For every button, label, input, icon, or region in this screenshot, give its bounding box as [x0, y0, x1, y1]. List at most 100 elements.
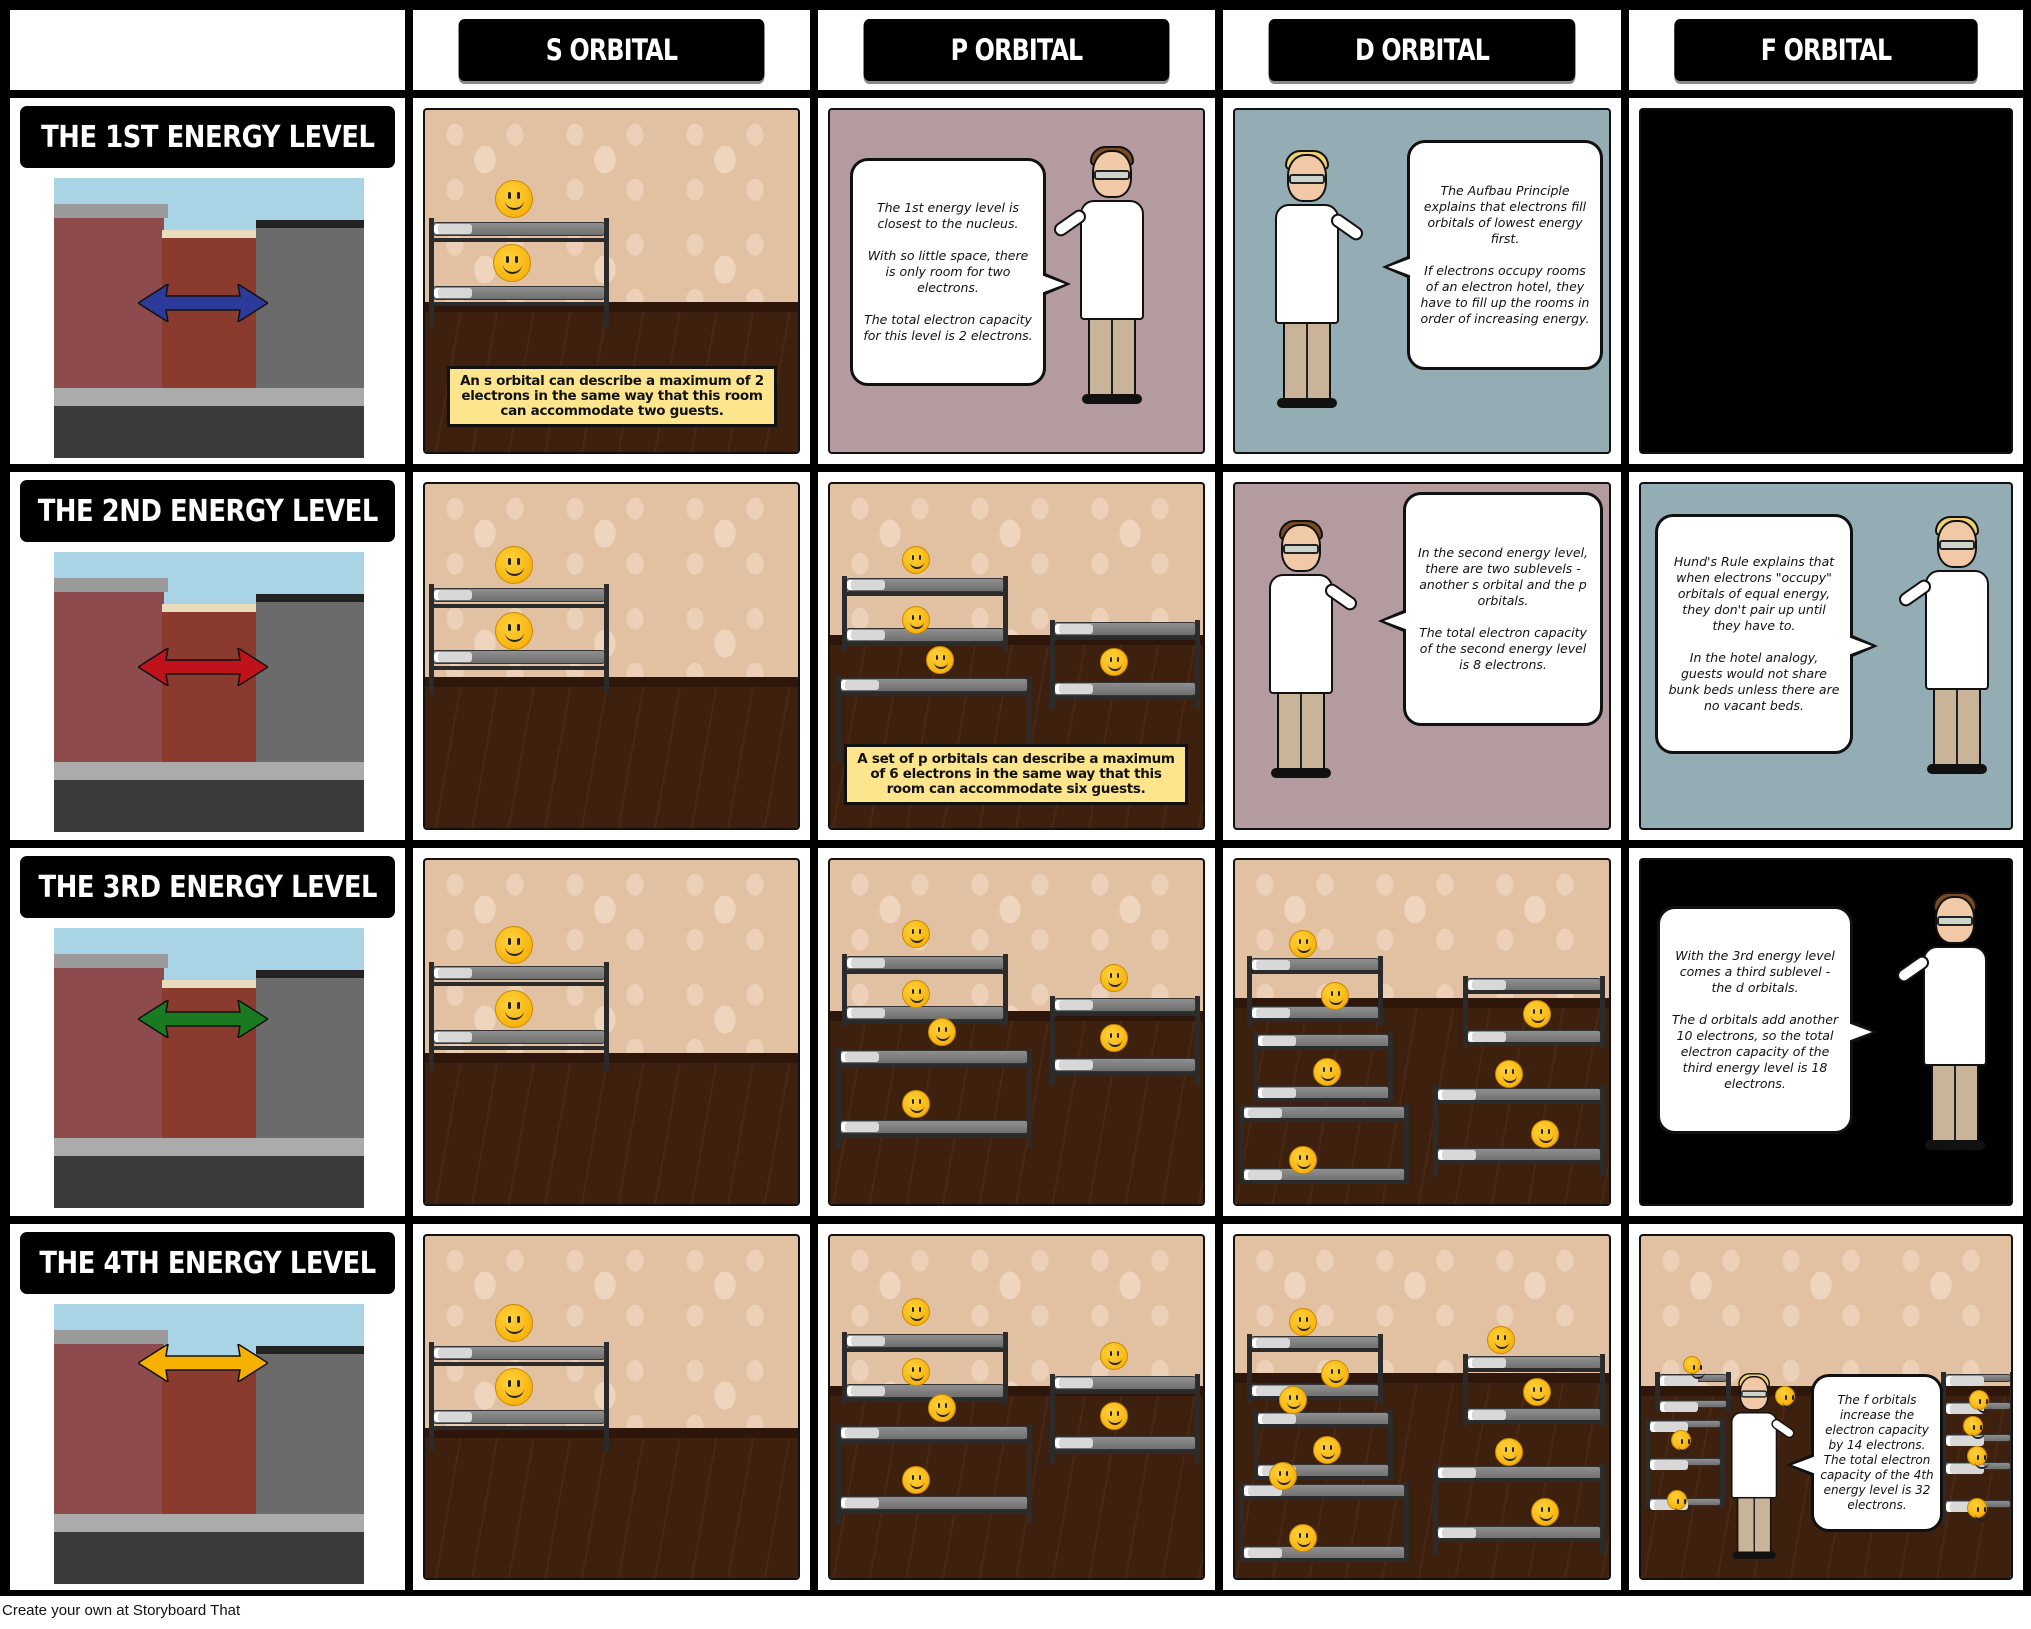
panel-2d: In the second energy level, there are tw… — [1223, 472, 1621, 840]
bunk-bed — [1050, 996, 1200, 1086]
electron-smiley-icon — [902, 606, 930, 634]
electron-smiley-icon — [928, 1394, 956, 1422]
speech-bubble: In the second energy level, there are tw… — [1378, 492, 1603, 726]
bunk-bed — [1247, 1334, 1383, 1404]
electron-smiley-icon — [1100, 1342, 1128, 1370]
electron-smiley-icon — [495, 1304, 533, 1342]
scientist-scene: The Aufbau Principle explains that elect… — [1233, 108, 1611, 454]
panel-1f — [1629, 98, 2023, 464]
electron-smiley-icon — [1313, 1436, 1341, 1464]
scientist-scene: Hund's Rule explains that when electrons… — [1639, 482, 2013, 830]
speech-bubble: The f orbitals increase the electron cap… — [1786, 1374, 1943, 1532]
bunk-bed — [1463, 1354, 1605, 1426]
electron-smiley-icon — [1495, 1060, 1523, 1088]
double-arrow-icon — [138, 1000, 268, 1038]
electron-smiley-icon — [1289, 1524, 1317, 1552]
electron-smiley-icon — [1667, 1490, 1689, 1513]
electron-smiley-icon — [926, 646, 954, 674]
scientist-scene: The 1st energy level is closest to the n… — [828, 108, 1205, 454]
electron-smiley-icon — [1321, 1360, 1349, 1388]
bunk-bed — [429, 1342, 609, 1452]
electron-smiley-icon — [928, 1018, 956, 1046]
panel-1s: An s orbital can describe a maximum of 2… — [413, 98, 810, 464]
bunk-bed — [1463, 976, 1605, 1048]
electron-smiley-icon — [495, 180, 533, 218]
bunk-bed — [1655, 1372, 1731, 1412]
storyboard-that-footer: Create your own at Storyboard That — [2, 1602, 241, 1619]
scientist-scene: In the second energy level, there are tw… — [1233, 482, 1611, 830]
electron-smiley-icon — [1671, 1430, 1693, 1453]
panel-1d: The Aufbau Principle explains that elect… — [1223, 98, 1621, 464]
electron-smiley-icon — [1100, 964, 1128, 992]
row-title: THE 2ND ENERGY LEVEL — [20, 480, 395, 542]
electron-smiley-icon — [902, 546, 930, 574]
bunk-bed — [1433, 1464, 1605, 1554]
electron-smiley-icon — [902, 1090, 930, 1118]
electron-smiley-icon — [495, 546, 533, 584]
hotel-room-scene — [1233, 858, 1611, 1206]
row-header-3: THE 3RD ENERGY LEVEL — [10, 848, 405, 1216]
panel-3s — [413, 848, 810, 1216]
caption-box: A set of p orbitals can describe a maxim… — [844, 744, 1188, 805]
electron-smiley-icon — [902, 920, 930, 948]
bunk-bed — [429, 218, 609, 328]
panel-4f: The f orbitals increase the electron cap… — [1629, 1224, 2023, 1590]
caption-box: An s orbital can describe a maximum of 2… — [447, 366, 777, 427]
panel-3p — [818, 848, 1215, 1216]
row-header-2: THE 2ND ENERGY LEVEL — [10, 472, 405, 840]
bunk-bed — [842, 954, 1008, 1026]
hotel-room-scene — [423, 858, 800, 1206]
electron-smiley-icon — [1289, 1308, 1317, 1336]
electron-smiley-icon — [1321, 982, 1349, 1010]
row-header-4: THE 4TH ENERGY LEVEL — [10, 1224, 405, 1590]
bunk-bed — [429, 962, 609, 1072]
bunk-bed — [1239, 1482, 1409, 1562]
electron-smiley-icon — [1967, 1498, 1989, 1521]
bunk-bed — [1050, 1374, 1200, 1464]
electron-smiley-icon — [1487, 1326, 1515, 1354]
bunk-bed — [836, 676, 1032, 762]
electron-smiley-icon — [902, 1358, 930, 1386]
electron-smiley-icon — [1523, 1378, 1551, 1406]
hotel-room-scene — [828, 1234, 1205, 1580]
panel-2p: A set of p orbitals can describe a maxim… — [818, 472, 1215, 840]
column-header-f: F ORBITAL — [1629, 10, 2023, 90]
bunk-bed — [1253, 1032, 1393, 1102]
row-title: THE 3RD ENERGY LEVEL — [20, 856, 395, 918]
column-label: F ORBITAL — [1674, 19, 1978, 81]
hotel-building-illustration — [54, 928, 364, 1208]
bunk-bed — [842, 1332, 1008, 1404]
hotel-room-scene: An s orbital can describe a maximum of 2… — [423, 108, 800, 454]
panel-4p — [818, 1224, 1215, 1590]
electron-smiley-icon — [1969, 1390, 1991, 1413]
column-label: D ORBITAL — [1268, 19, 1576, 81]
electron-smiley-icon — [902, 980, 930, 1008]
bunk-bed — [1247, 956, 1383, 1026]
electron-smiley-icon — [1279, 1386, 1307, 1414]
electron-smiley-icon — [1269, 1462, 1297, 1490]
storyboard-grid: S ORBITAL P ORBITAL D ORBITAL F ORBITAL … — [0, 0, 2031, 1596]
electron-smiley-icon — [495, 612, 533, 650]
panel-2f: Hund's Rule explains that when electrons… — [1629, 472, 2023, 840]
panel-4d — [1223, 1224, 1621, 1590]
column-header-d: D ORBITAL — [1223, 10, 1621, 90]
speech-bubble: The Aufbau Principle explains that elect… — [1382, 140, 1603, 370]
electron-smiley-icon — [1967, 1446, 1989, 1469]
row-header-1: THE 1ST ENERGY LEVEL — [10, 98, 405, 464]
electron-smiley-icon — [1100, 1402, 1128, 1430]
electron-smiley-icon — [1100, 1024, 1128, 1052]
speech-bubble: The 1st energy level is closest to the n… — [850, 158, 1071, 386]
electron-smiley-icon — [495, 990, 533, 1028]
bunk-bed — [1239, 1104, 1409, 1184]
hotel-room-scene — [423, 1234, 800, 1580]
panel-1p: The 1st energy level is closest to the n… — [818, 98, 1215, 464]
column-label: S ORBITAL — [458, 19, 765, 81]
hotel-room-scene: The f orbitals increase the electron cap… — [1639, 1234, 2013, 1580]
column-header-p: P ORBITAL — [818, 10, 1215, 90]
empty-black-panel — [1639, 108, 2013, 454]
row-title: THE 1ST ENERGY LEVEL — [20, 106, 395, 168]
panel-3f: With the 3rd energy level comes a third … — [1629, 848, 2023, 1216]
hotel-room-scene — [423, 482, 800, 830]
bunk-bed — [842, 576, 1008, 652]
electron-smiley-icon — [1775, 1386, 1797, 1409]
